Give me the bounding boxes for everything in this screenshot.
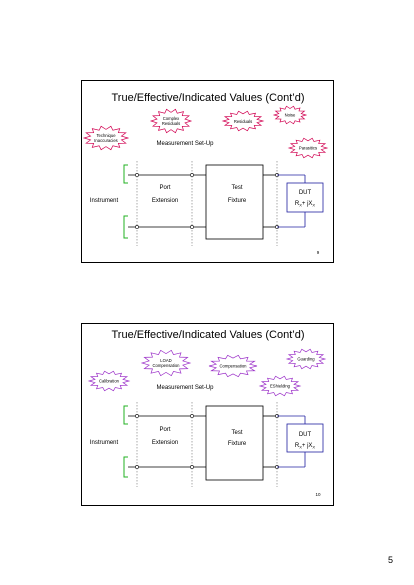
port-label: Port bbox=[159, 185, 170, 191]
dut-impedance-label: RX+ jXX bbox=[295, 443, 316, 450]
dut-r: R bbox=[295, 443, 300, 449]
measurement-setup-label: Measurement Set-Up bbox=[156, 141, 214, 147]
dut-box bbox=[286, 182, 324, 213]
burst-label-line: Compensation bbox=[152, 363, 180, 368]
burst-noise: Noise bbox=[272, 105, 308, 125]
burst-label-line: Residuals bbox=[234, 119, 252, 124]
dut-r: R bbox=[295, 201, 300, 207]
burst-compensation: Compensation bbox=[208, 354, 258, 378]
connection-point bbox=[135, 173, 139, 177]
burst-label-line: Compensation bbox=[219, 364, 247, 369]
connection-point bbox=[135, 414, 139, 418]
burst-parasitics: Parasitics bbox=[287, 137, 329, 159]
port-label: Port bbox=[159, 427, 170, 433]
slide-9: True/Effective/Indicated Values (Cont’d)… bbox=[81, 80, 334, 263]
connection-point bbox=[190, 465, 194, 469]
burst-guarding: Guarding bbox=[285, 348, 327, 370]
burst-label-line: Residuals bbox=[162, 121, 180, 126]
instrument-port-bracket-top bbox=[123, 164, 128, 184]
page-number: 5 bbox=[388, 555, 394, 565]
dut-plus-jx: + jX bbox=[302, 201, 313, 207]
burst-label-line: Guarding bbox=[297, 357, 315, 362]
dut-box bbox=[286, 423, 324, 453]
measurement-setup-diagram: True/Effective/Indicated Values (Cont’d)… bbox=[87, 329, 327, 497]
burst-residuals: Residuals bbox=[221, 110, 265, 132]
fixture-label: Fixture bbox=[228, 441, 247, 447]
measurement-setup-label: Measurement Set-Up bbox=[156, 385, 214, 391]
burst-label-line: Noise bbox=[285, 113, 296, 118]
burst-label-line: Complex bbox=[163, 116, 180, 121]
dut-impedance-label: RX+ jXX bbox=[295, 201, 316, 208]
burst-technique-inaccuracies: Technique Inaccuracies bbox=[82, 125, 130, 151]
instrument-label: Instrument bbox=[90, 198, 119, 204]
test-label: Test bbox=[231, 185, 242, 191]
test-label: Test bbox=[231, 430, 242, 436]
burst-label-line: Calibration bbox=[99, 379, 120, 384]
burst-complex-residuals: Complex Residuals bbox=[149, 108, 193, 134]
connection-point bbox=[135, 465, 139, 469]
connection-point bbox=[190, 414, 194, 418]
burst-calibration: Calibration bbox=[87, 370, 131, 392]
slide-number: 10 bbox=[315, 492, 321, 497]
test-fixture-box bbox=[205, 405, 264, 481]
slide-title: True/Effective/Indicated Values (Cont’d) bbox=[111, 92, 304, 104]
dut-plus-jx: + jX bbox=[302, 443, 313, 449]
extension-label: Extension bbox=[152, 198, 178, 204]
dut-label: DUT bbox=[299, 432, 312, 438]
dut-group bbox=[277, 174, 324, 228]
extension-label: Extension bbox=[152, 440, 178, 446]
burst-label-line: Technique bbox=[96, 133, 116, 138]
burst-label-line: EShielding bbox=[270, 384, 291, 389]
connection-point bbox=[135, 225, 139, 229]
burst-load-compensation: LOAD Compensation bbox=[140, 349, 192, 377]
dut-group bbox=[277, 415, 324, 468]
measurement-setup-diagram: True/Effective/Indicated Values (Cont’d)… bbox=[82, 92, 329, 255]
dut-r-subscript: X bbox=[299, 445, 302, 450]
connection-point bbox=[190, 173, 194, 177]
instrument-port-bracket-top bbox=[123, 405, 128, 425]
slide-number: 9 bbox=[317, 250, 320, 255]
dut-label: DUT bbox=[299, 190, 312, 196]
connection-point bbox=[190, 225, 194, 229]
dut-x-subscript: X bbox=[312, 445, 315, 450]
fixture-label: Fixture bbox=[228, 198, 247, 204]
test-fixture-box bbox=[205, 164, 264, 240]
dut-x-subscript: X bbox=[312, 203, 315, 208]
slide-title: True/Effective/Indicated Values (Cont’d) bbox=[111, 329, 304, 341]
instrument-label: Instrument bbox=[90, 440, 119, 446]
burst-label-line: LOAD bbox=[160, 358, 171, 363]
instrument-port-bracket-bottom bbox=[123, 456, 128, 478]
burst-label-line: Inaccuracies bbox=[94, 138, 118, 143]
burst-label-line: Parasitics bbox=[299, 146, 317, 151]
burst-eshielding: EShielding bbox=[258, 375, 302, 397]
slide-10: True/Effective/Indicated Values (Cont’d)… bbox=[81, 323, 334, 506]
instrument-port-bracket-bottom bbox=[123, 215, 128, 239]
dut-r-subscript: X bbox=[299, 203, 302, 208]
